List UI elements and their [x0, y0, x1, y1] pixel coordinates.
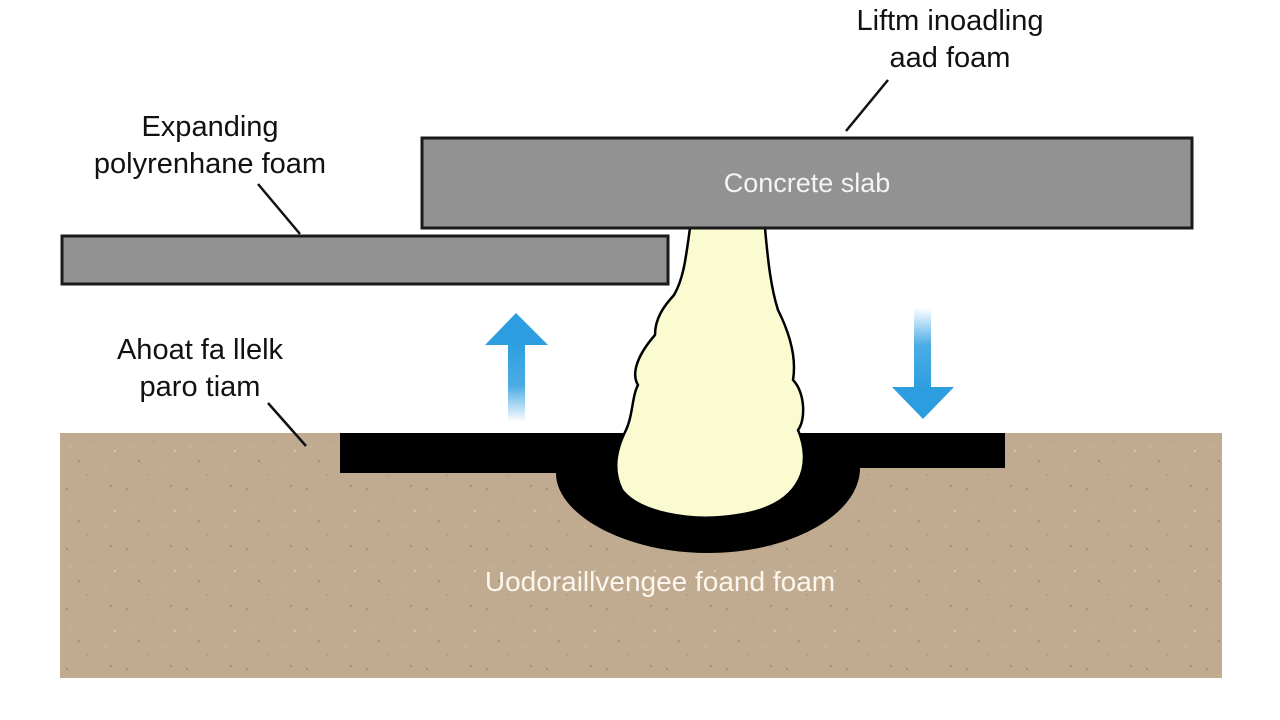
up-arrow-icon — [485, 313, 548, 422]
leader-line-ahoat — [267, 402, 307, 447]
label-ahoat-line-1: Ahoat fa llelk — [116, 334, 284, 366]
foam-column — [615, 226, 806, 519]
leader-line-expanding — [257, 183, 301, 235]
label-expanding-foam: Expanding polyrenhane foam — [50, 109, 370, 183]
label-expanding-line-2: polyrenhane foam — [93, 148, 327, 180]
label-expanding-line-1: Expanding — [141, 111, 279, 143]
soil-label: Uodoraillvengee foand foam — [484, 566, 836, 597]
label-lifting: Liftm inoadling aad foam — [810, 3, 1090, 77]
label-lifting-line-1: Liftm inoadling — [856, 5, 1044, 37]
concrete-slab-label: Concrete slab — [723, 168, 891, 198]
down-arrow-icon — [892, 308, 954, 419]
label-ahoat-line-2: paro tiam — [139, 371, 261, 403]
label-lifting-line-2: aad foam — [889, 42, 1011, 74]
label-ahoat: Ahoat fa llelk paro tiam — [80, 332, 320, 406]
leader-line-lifting — [845, 79, 889, 132]
lower-slab — [60, 234, 670, 286]
concrete-slab — [420, 136, 1194, 230]
